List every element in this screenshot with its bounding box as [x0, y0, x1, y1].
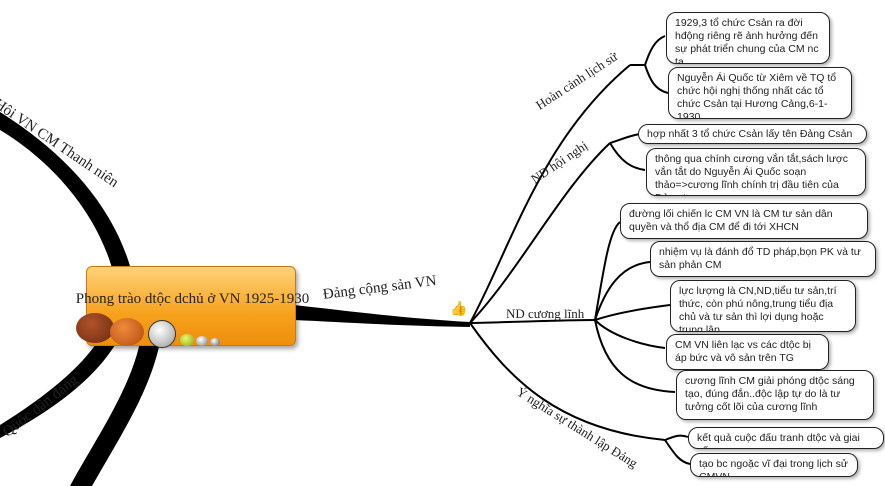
leaf-y-nghia-2[interactable]: tạo bc ngoặc vĩ đại trong lịch sử CMVN: [690, 453, 858, 477]
branch-nd-cuong-linh: [469, 319, 596, 324]
leaf-hoan-canh-2[interactable]: Nguyễn Ái Quốc từ Xiêm về TQ tổ chức hội…: [668, 67, 852, 119]
leaf-nd-cuong-linh-2[interactable]: nhiệm vụ là đánh đổ TD pháp,bọn PK và tư…: [650, 241, 876, 277]
leaf-nd-cuong-linh-3[interactable]: lực lượng là CN,ND,tiểu tư sản,trí thức,…: [670, 280, 856, 332]
leaf-y-nghia-1[interactable]: kết quả cuộc đấu tranh dtộc và giai cấp: [688, 427, 884, 449]
branch-bottom: [70, 342, 160, 486]
leaf-nd-hoi-nghi-1[interactable]: hợp nhất 3 tổ chức Csản lấy tên Đảng Csả…: [638, 124, 867, 144]
branch-y-nghia: [469, 322, 666, 441]
sub-branch-label-nd-cuong-linh: ND cương lĩnh: [506, 306, 585, 321]
leaf-nd-cuong-linh-1[interactable]: đường lối chiến lc CM VN là CM tư sản dâ…: [620, 203, 868, 239]
central-topic-title: Phong trào dtộc dchủ ở VN 1925-1930: [75, 291, 310, 307]
branch-nd-hoi-nghi: [469, 142, 611, 324]
thumbs-up-icon: 👍: [450, 302, 468, 317]
leaf-nd-cuong-linh-5[interactable]: cương lĩnh CM giải phóng dtộc sáng tạo, …: [676, 370, 874, 420]
branch-dang-cong-san-vn: [294, 305, 470, 327]
branch-hoan-canh: [469, 64, 631, 324]
branch-quoc-dan-dang: [0, 338, 118, 438]
leaf-nd-hoi-nghi-2[interactable]: thông qua chính cương vắn tắt,sách lược …: [646, 148, 866, 196]
branch-hoi-vn-cm-thanh-nien: [0, 112, 130, 268]
leaf-nd-cuong-linh-4[interactable]: CM VN liên lạc vs các dtộc bị áp bức và …: [666, 334, 829, 370]
leaf-hoan-canh-1[interactable]: 1929,3 tổ chức Csản ra đời hđộng riêng r…: [666, 12, 830, 64]
